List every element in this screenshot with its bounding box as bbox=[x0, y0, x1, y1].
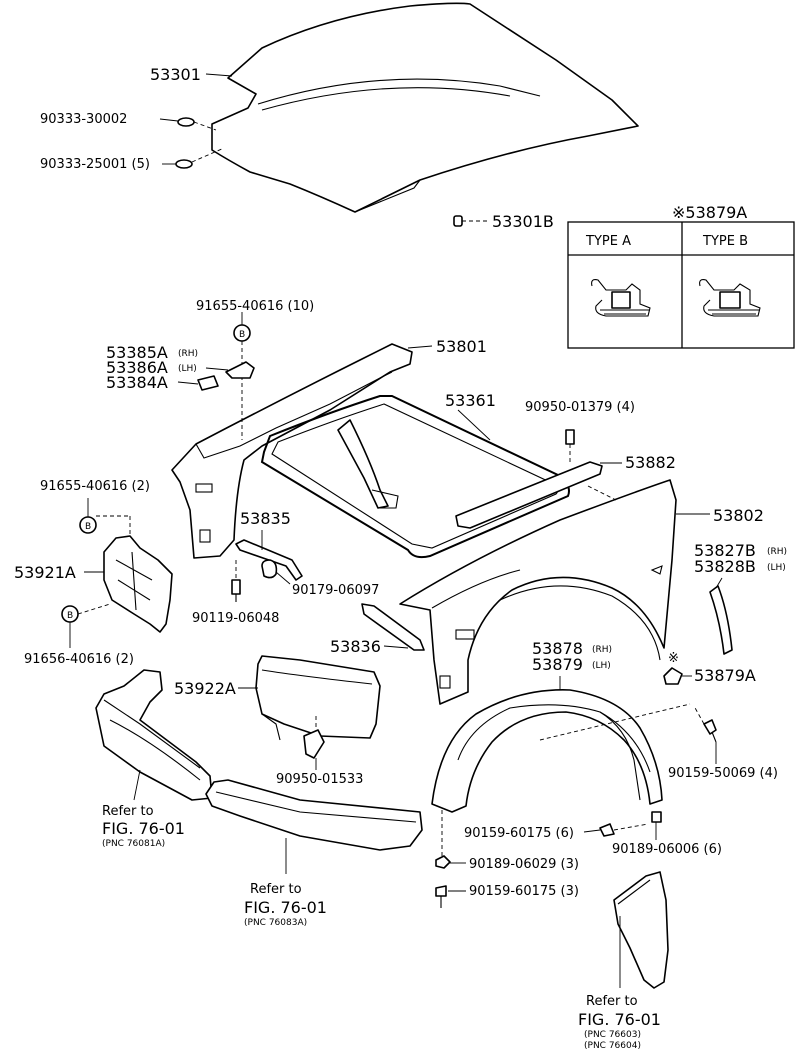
screw-90159-50069 bbox=[693, 705, 717, 764]
label-53802: 53802 bbox=[713, 506, 764, 525]
protector-53882 bbox=[455, 461, 622, 529]
label-53827b: 53827B bbox=[694, 541, 756, 560]
opening-weatherstrip bbox=[260, 395, 570, 559]
mud-flap bbox=[613, 871, 669, 989]
label-91656-40616-2: 91656-40616 (2) bbox=[24, 652, 134, 667]
label-53828b: 53828B bbox=[694, 557, 756, 576]
ref-b-pnc: (PNC 76083A) bbox=[244, 918, 307, 928]
apron-pillar bbox=[337, 419, 399, 509]
label-90189-06029: 90189-06029 (3) bbox=[469, 857, 579, 872]
label-type-a: TYPE A bbox=[585, 234, 631, 249]
ref-b-refer: Refer to bbox=[250, 882, 302, 897]
label-53878-rh: (RH) bbox=[592, 645, 612, 655]
label-90159-60175-6: 90159-60175 (6) bbox=[464, 826, 574, 841]
label-53882: 53882 bbox=[625, 453, 676, 472]
label-90950-01533: 90950-01533 bbox=[276, 772, 363, 787]
bolt-b-top: B bbox=[233, 312, 251, 440]
label-53835: 53835 bbox=[240, 509, 291, 528]
label-90333-30002: 90333-30002 bbox=[40, 112, 127, 127]
label-53801: 53801 bbox=[436, 337, 487, 356]
bolt-90119-06048 bbox=[231, 560, 241, 602]
label-type-b: TYPE B bbox=[702, 234, 748, 249]
ref-b-fig: FIG. 76-01 bbox=[244, 898, 327, 917]
label-53301: 53301 bbox=[150, 65, 201, 84]
label-53385a-rh: (RH) bbox=[178, 349, 198, 359]
label-53827b-rh: (RH) bbox=[767, 547, 787, 557]
nut-90179-06097 bbox=[261, 559, 291, 585]
label-53301b: 53301B bbox=[492, 212, 554, 231]
circle-b-label: B bbox=[67, 611, 73, 621]
ref-c-pnc1: (PNC 76603) bbox=[584, 1030, 641, 1040]
clip-type-b-icon bbox=[699, 279, 761, 317]
ref-c-refer: Refer to bbox=[586, 994, 638, 1009]
clip-90950-01533 bbox=[303, 716, 325, 770]
hood-grommet-small bbox=[177, 117, 217, 131]
screw-90159-60175-3 bbox=[435, 885, 466, 908]
moulding-53827b bbox=[709, 577, 733, 655]
label-53361: 53361 bbox=[445, 391, 496, 410]
hood-bumper-53301b bbox=[453, 215, 488, 227]
bolt-b-low: B bbox=[61, 603, 111, 648]
cushion-53384a bbox=[177, 375, 219, 391]
fender-right bbox=[399, 479, 677, 705]
ref-a-pnc: (PNC 76081A) bbox=[102, 839, 165, 849]
label-53879a: 53879A bbox=[694, 666, 756, 685]
brace-53836 bbox=[361, 603, 425, 651]
clip-53879a bbox=[663, 667, 692, 685]
label-53878: 53878 bbox=[532, 639, 583, 658]
label-53384a: 53384A bbox=[106, 373, 168, 392]
ref-c-pnc2: (PNC 76604) bbox=[584, 1041, 641, 1051]
ref-c-fig: FIG. 76-01 bbox=[578, 1010, 661, 1029]
label-91655-40616-2: 91655-40616 (2) bbox=[40, 479, 150, 494]
nut-90189-06006 bbox=[651, 811, 662, 840]
label-90950-01379: 90950-01379 (4) bbox=[525, 400, 635, 415]
bracket-53921a bbox=[103, 535, 173, 633]
label-91655-40616-10: 91655-40616 (10) bbox=[196, 299, 314, 314]
label-53879a-mark: ※ bbox=[668, 651, 679, 666]
circle-b-label: B bbox=[239, 330, 245, 340]
spoiler-left bbox=[95, 669, 213, 801]
fender-left bbox=[171, 343, 413, 559]
label-53879a-box: ※53879A bbox=[672, 203, 747, 222]
ref-a-refer: Refer to bbox=[102, 804, 154, 819]
circle-b-label: B bbox=[85, 522, 91, 532]
clip-type-a-icon bbox=[591, 279, 651, 317]
label-53386a: 53386A bbox=[106, 358, 168, 377]
hood-hinge-bracket bbox=[205, 361, 255, 379]
label-90333-25001: 90333-25001 (5) bbox=[40, 157, 150, 172]
fender-liner bbox=[431, 689, 663, 813]
nut-90189-06029 bbox=[435, 810, 466, 869]
side-panel-53922a bbox=[255, 655, 381, 741]
label-53921a: 53921A bbox=[14, 563, 76, 582]
clip-90950-01379 bbox=[565, 429, 575, 462]
label-90119-06048: 90119-06048 bbox=[192, 611, 279, 626]
label-53879: 53879 bbox=[532, 655, 583, 674]
screw-90159-60175-6 bbox=[583, 823, 649, 837]
ref-a-fig: FIG. 76-01 bbox=[102, 819, 185, 838]
label-53828b-lh: (LH) bbox=[767, 563, 786, 573]
label-53879-lh: (LH) bbox=[592, 661, 611, 671]
label-53922a: 53922A bbox=[174, 679, 236, 698]
label-90189-06006: 90189-06006 (6) bbox=[612, 842, 722, 857]
label-90179-06097: 90179-06097 bbox=[292, 583, 379, 598]
hood-panel bbox=[211, 2, 639, 213]
label-53386a-lh: (LH) bbox=[178, 364, 197, 374]
label-53385a: 53385A bbox=[106, 343, 168, 362]
label-53836: 53836 bbox=[330, 637, 381, 656]
label-90159-60175-3: 90159-60175 (3) bbox=[469, 884, 579, 899]
bolt-b-mid: B bbox=[79, 498, 131, 540]
clip-type-table bbox=[567, 221, 795, 349]
spoiler-center bbox=[205, 779, 423, 851]
label-90159-50069: 90159-50069 (4) bbox=[668, 766, 778, 781]
